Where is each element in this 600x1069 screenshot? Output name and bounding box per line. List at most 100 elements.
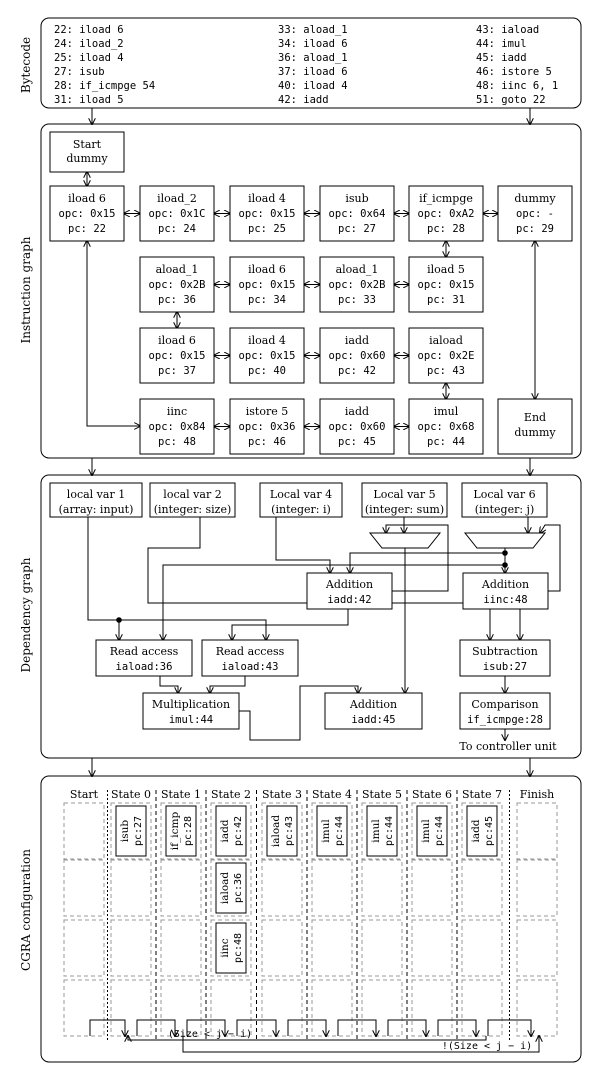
dep-node-box (324, 692, 423, 730)
cgra-exit-false (182, 1036, 539, 1053)
dep-node-label: Read access (216, 645, 285, 658)
instr-node-pc: pc: 24 (158, 223, 196, 235)
instr-node-40: iload 4 opc: 0x15 pc: 40 (229, 327, 305, 384)
cgra-column-header: State 6 (412, 788, 452, 801)
instr-node-opcode: opc: 0x15 (59, 208, 116, 220)
cgra-transition (487, 1019, 531, 1036)
controller-unit-label: To controller unit (459, 740, 557, 753)
cgra-op-pc: pc:42 (233, 816, 244, 846)
bytecode-line: 51: goto 22 (476, 94, 546, 106)
cgra-pe-cell (210, 859, 252, 917)
cgra-pe-cell (110, 979, 152, 1037)
cgra-op-name: iinc (219, 938, 231, 957)
cgra-pe-cell (516, 919, 558, 977)
cgra-column-header: State 2 (211, 788, 251, 801)
dep-node-sublabel: iinc:48 (483, 594, 527, 606)
instr-node-box (408, 185, 484, 242)
dependency-graph-frame (40, 474, 582, 759)
end-dummy-box (497, 398, 573, 455)
cgra-pe-cell (461, 979, 503, 1037)
instr-node-pc: pc: 40 (248, 365, 286, 377)
cgra-pe-cell (516, 802, 558, 860)
cgra-op-name: isub (119, 820, 131, 843)
cgra-column-header: State 7 (462, 788, 502, 801)
cgra-op-pc: pc:27 (133, 816, 144, 846)
instr-node-name: iload 4 (248, 334, 286, 347)
dep-node-sublabel: (integer: i) (271, 503, 331, 516)
dep-edge (540, 524, 561, 592)
instr-node-pc: pc: 27 (338, 223, 376, 235)
bytecode-line: 44: imul (476, 38, 527, 50)
bytecode-line: 31: iload 5 (54, 94, 124, 106)
dep-edge (386, 524, 449, 592)
dep-node-label: Addition (481, 578, 529, 591)
instr-node-box (139, 256, 215, 313)
cgra-pe-cell (63, 802, 105, 860)
cgra-pe-cell (110, 859, 152, 917)
dep-node-v4: Local var 4(integer: i) (259, 482, 343, 518)
instr-edge-loop (87, 241, 140, 426)
instr-node-box (229, 398, 305, 455)
cgra-op-box (215, 922, 247, 974)
instr-node-opcode: opc: 0x2B (329, 279, 386, 291)
section-label-dependency-graph: Dependency graph (19, 557, 33, 672)
dep-node-sublabel: imul:44 (169, 714, 213, 726)
instr-node-box (319, 185, 395, 242)
dep-node-sublabel: iaload:36 (116, 661, 173, 673)
cgra-pe-cell (311, 859, 353, 917)
cgra-op-name: imul (420, 819, 432, 843)
cgra-transition (387, 1019, 426, 1036)
instr-node-box (229, 327, 305, 384)
dep-node-box (459, 639, 551, 677)
dep-node-sublabel: iaload:43 (222, 661, 279, 673)
cgra-pe-cell (261, 919, 303, 977)
instr-node-pc: pc: 44 (427, 436, 465, 448)
instr-node-pc: pc: 28 (427, 223, 465, 235)
bytecode-line: 37: iload 6 (278, 66, 348, 78)
mux-sum (368, 532, 442, 549)
instr-node-box (319, 398, 395, 455)
cgra-pe-cell (110, 919, 152, 977)
cgra-op-box (416, 805, 448, 857)
cgra-column-header: State 5 (362, 788, 402, 801)
instr-node-name: iaload (429, 334, 463, 347)
dep-node-v1: local var 1(array: input) (49, 482, 143, 518)
cgra-transitions (89, 1019, 539, 1053)
instr-node-name: imul (434, 405, 459, 418)
start-dummy-line1: Start (73, 138, 102, 151)
dep-node-sublabel: (integer: j) (475, 503, 535, 516)
bytecode-line: 45: iadd (476, 52, 527, 64)
cgra-column-header: State 0 (111, 788, 151, 801)
instr-node-opcode: opc: 0x60 (329, 350, 386, 362)
cgra-pe-cell (63, 919, 105, 977)
cgra-column-header: State 3 (262, 788, 302, 801)
dep-node-label: local var 2 (163, 488, 221, 501)
dep-node-box (142, 692, 240, 730)
cgra-op-name: imul (370, 819, 382, 843)
cgra-cond-true: (Size < j − i) (168, 1029, 252, 1040)
dep-node-label: Comparison (471, 698, 538, 711)
cgra-op-pc: pc:44 (434, 816, 445, 846)
instr-node-opcode: opc: 0x15 (239, 350, 296, 362)
cgra-op-name: iaload (270, 815, 282, 848)
instr-node-opcode: opc: 0xA2 (418, 208, 475, 220)
dep-node-box (459, 692, 551, 730)
instr-node-box (139, 185, 215, 242)
